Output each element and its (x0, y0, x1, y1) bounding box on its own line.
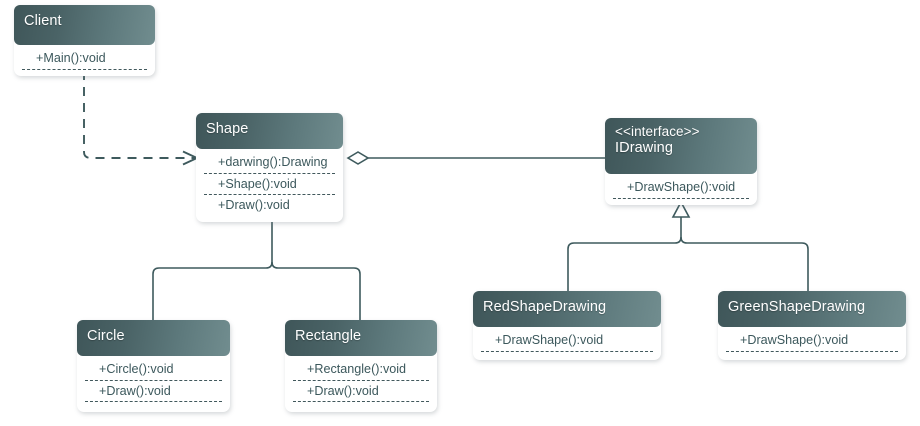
class-header-rectangle: Rectangle (285, 320, 437, 356)
class-name-shape: Shape (206, 121, 249, 137)
class-stereotype-idrawing: <<interface>> (615, 124, 700, 139)
class-name-redshapedrawing: RedShapeDrawing (483, 299, 607, 315)
class-body-client: +Main():void (14, 45, 155, 76)
class-box-redshapedrawing[interactable]: RedShapeDrawing +DrawShape():void (473, 291, 661, 360)
class-name-circle: Circle (87, 328, 125, 344)
class-member: +DrawShape():void (613, 177, 749, 199)
class-body-idrawing: +DrawShape():void (605, 174, 757, 205)
class-member: +Rectangle():void (293, 359, 429, 381)
class-member: +DrawShape():void (726, 330, 898, 352)
class-body-redshapedrawing: +DrawShape():void (473, 327, 661, 360)
class-box-idrawing[interactable]: <<interface>> IDrawing +DrawShape():void (605, 118, 757, 205)
class-box-circle[interactable]: Circle +Circle():void +Draw():void (77, 320, 230, 413)
class-member: +Circle():void (85, 359, 222, 381)
class-member: +darwing():Drawing (204, 152, 335, 174)
class-body-circle: +Circle():void +Draw():void (77, 356, 230, 412)
class-body-shape: +darwing():Drawing +Shape():void +Draw()… (196, 149, 343, 222)
class-header-client: Client (14, 5, 155, 45)
class-member: +DrawShape():void (481, 330, 653, 352)
class-header-circle: Circle (77, 320, 230, 356)
class-member: +Draw():void (85, 381, 222, 403)
class-header-shape: Shape (196, 113, 343, 149)
class-box-client[interactable]: Client +Main():void (14, 5, 155, 76)
class-box-greenshapedrawing[interactable]: GreenShapeDrawing +DrawShape():void (718, 291, 906, 360)
edge-client-to-shape (83, 71, 200, 166)
edge-shape-to-idrawing (346, 151, 606, 165)
class-name-idrawing: IDrawing (615, 140, 674, 157)
class-member: +Main():void (22, 48, 147, 70)
class-member: +Draw():void (293, 381, 429, 403)
class-body-rectangle: +Rectangle():void +Draw():void (285, 356, 437, 412)
class-name-greenshapedrawing: GreenShapeDrawing (728, 299, 866, 315)
class-name-client: Client (24, 13, 62, 29)
class-name-rectangle: Rectangle (295, 328, 362, 344)
class-body-greenshapedrawing: +DrawShape():void (718, 327, 906, 360)
class-header-idrawing: <<interface>> IDrawing (605, 118, 757, 174)
class-member: +Draw():void (218, 198, 290, 213)
class-member: +Shape():void (204, 174, 335, 196)
class-box-rectangle[interactable]: Rectangle +Rectangle():void +Draw():void (285, 320, 437, 413)
edge-implementors-to-idrawing (567, 200, 809, 291)
class-header-redshapedrawing: RedShapeDrawing (473, 291, 661, 327)
class-header-greenshapedrawing: GreenShapeDrawing (718, 291, 906, 327)
class-box-shape[interactable]: Shape +darwing():Drawing +Shape():void +… (196, 113, 343, 222)
